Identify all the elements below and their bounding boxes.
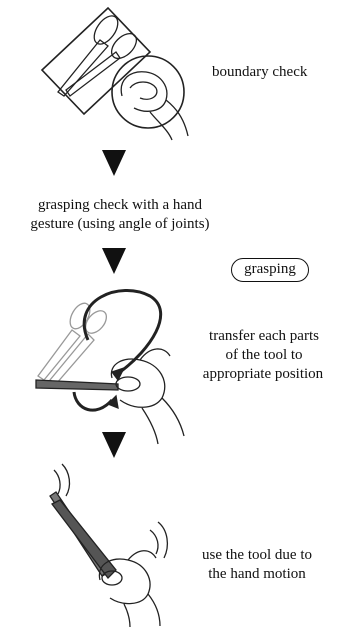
step1-illustration [42,8,188,140]
hand-icon [111,349,184,444]
step4-label-line1: use the tool due to [182,546,332,565]
step4-illustration [50,464,167,627]
step3-label-line2: of the tool to [196,346,332,365]
step2-label-line1: grasping check with a hand [0,196,240,215]
step2-label-line2: gesture (using angle of joints) [0,215,240,234]
scissors-icon [58,12,141,96]
scissors-icon [38,300,110,384]
transfer-arrow [74,392,112,410]
step3-label-line1: transfer each parts [196,327,332,346]
tool-icon [50,492,122,585]
step1-label: boundary check [212,63,307,82]
motion-lines-icon [54,464,167,558]
hand-icon [121,72,188,140]
down-arrow-icon [102,432,126,458]
step3-illustration [36,290,184,444]
step4-label-line2: the hand motion [182,565,332,584]
hand-boundary-circle [112,56,184,128]
down-arrow-icon [102,248,126,274]
grasping-badge: grasping [231,258,309,282]
step3-label-line3: appropriate position [188,365,338,384]
bounding-box [42,8,150,114]
tool-icon [36,377,140,391]
down-arrow-icon [102,150,126,176]
